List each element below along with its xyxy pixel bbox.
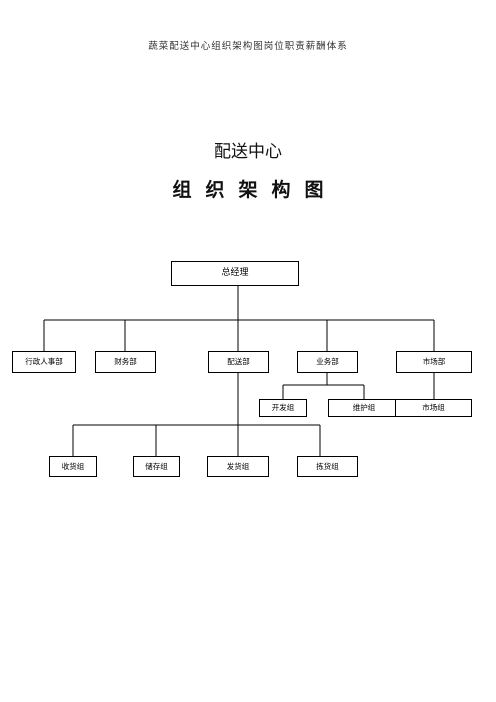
- page-subtitle: 组织架构图: [172, 179, 338, 201]
- org-node-admin-hr-department: 行政人事部: [12, 351, 76, 373]
- org-node-development-group: 开发组: [259, 399, 307, 417]
- org-node-business-department: 业务部: [297, 351, 358, 373]
- org-node-shipping-group: 发货组: [207, 456, 269, 477]
- document-header: 蔬菜配送中心组织架构图岗位职责薪酬体系: [148, 41, 348, 52]
- org-node-receiving-group: 收货组: [49, 456, 97, 477]
- page-title: 配送中心: [214, 142, 282, 162]
- org-node-delivery-department: 配送部: [208, 351, 269, 373]
- org-node-market-department: 市场部: [396, 351, 472, 373]
- org-node-finance-department: 财务部: [95, 351, 156, 373]
- org-node-general-manager: 总经理: [171, 261, 299, 286]
- org-node-storage-group: 储存组: [133, 456, 180, 477]
- org-node-picking-group: 拣货组: [297, 456, 358, 477]
- org-node-maintenance-group: 维护组: [328, 399, 400, 417]
- org-node-market-group: 市场组: [395, 399, 472, 417]
